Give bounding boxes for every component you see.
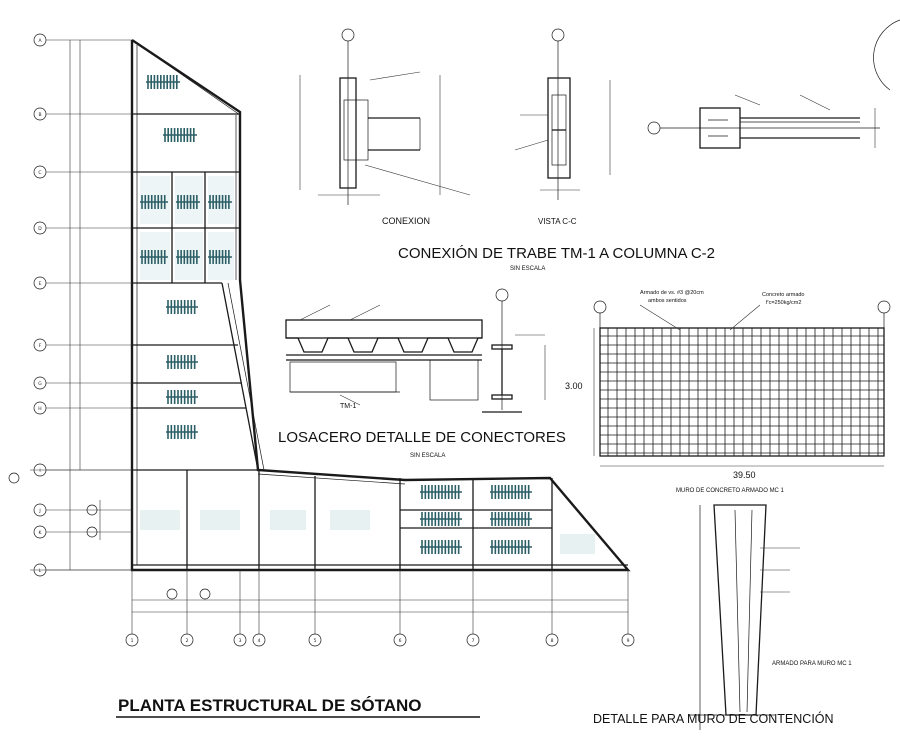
losacero-subtitle: SIN ESCALA: [410, 453, 445, 459]
deck-hatch: [176, 195, 200, 209]
deck-hatch: [166, 390, 198, 404]
reinforcement-mesh: [600, 328, 884, 456]
svg-text:5: 5: [314, 638, 317, 644]
svg-text:E: E: [39, 281, 42, 287]
grid-col-bubble: 6: [393, 570, 407, 647]
grid-col-bubble: 8: [545, 570, 559, 647]
grid-row-bubble: [8, 472, 20, 484]
svg-text:9: 9: [627, 638, 630, 644]
deck-hatch: [208, 250, 232, 264]
svg-text:J: J: [38, 508, 40, 514]
diagonal-edge: [131, 39, 241, 116]
deck-hatch: [490, 540, 532, 554]
plan-outline: [130, 39, 631, 572]
conexion-subtitle: SIN ESCALA: [510, 266, 545, 272]
deck-hatch: [166, 355, 198, 369]
muro-mc1: [593, 300, 891, 467]
mesh-note-2: ambos sentidos: [648, 298, 687, 304]
svg-text:C: C: [38, 170, 41, 176]
mesh-note-1: Armado de vs. #3 @20cm: [640, 290, 704, 296]
grid-col-bubble: 3: [233, 570, 247, 647]
svg-text:8: 8: [551, 638, 554, 644]
grid-row-bubble: C: [33, 165, 132, 179]
grid-row-bubble: J: [33, 503, 132, 517]
grid-col-bubble: [166, 588, 178, 600]
grid-row-bubble: D: [33, 221, 132, 235]
grid-row-bubble: [86, 526, 98, 538]
muro-mc1-label: MURO DE CONCRETO ARMADO MC 1: [676, 488, 785, 494]
conexion-detail: [299, 28, 471, 205]
trabe-detail: [647, 94, 880, 149]
deck-hatch: [490, 485, 532, 499]
grid-row-bubble: B: [33, 107, 132, 121]
concrete-note-2: f'c=250kg/cm2: [766, 300, 801, 306]
deck-hatch: [490, 512, 532, 526]
deck-hatch: [208, 195, 232, 209]
svg-text:K: K: [39, 530, 43, 536]
grid-col-bubble: 9: [621, 570, 635, 647]
losacero-title: LOSACERO DETALLE DE CONECTORES: [278, 429, 566, 446]
concrete-note-1: Concreto armado: [762, 292, 805, 298]
grid-row-bubbles: A B C D E F G H I J K L: [8, 33, 132, 577]
deck-hatch: [420, 512, 462, 526]
grid-row-bubble: [86, 504, 98, 516]
svg-text:G: G: [38, 381, 42, 387]
grid-row-bubble: K: [33, 525, 132, 539]
grid-col-bubble: 2: [180, 570, 194, 647]
deck-hatches: [140, 75, 532, 554]
muro-contencion-title: DETALLE PARA MURO DE CONTENCIÓN: [593, 711, 834, 726]
plan-dimensions: [30, 40, 628, 613]
height-dimension: 3.00: [565, 381, 583, 391]
deck-hatch: [420, 540, 462, 554]
vista-detail: [514, 28, 611, 200]
svg-text:A: A: [38, 38, 42, 44]
conexion-label: CONEXION: [382, 216, 430, 226]
deck-hatch: [166, 300, 198, 314]
armado-muro-label: ARMADO PARA MURO MC 1: [772, 661, 852, 667]
grid-col-bubble: [199, 588, 211, 600]
conexion-title: CONEXIÓN DE TRABE TM-1 A COLUMNA C-2: [398, 245, 715, 262]
svg-text:2: 2: [186, 638, 189, 644]
svg-text:4: 4: [258, 638, 261, 644]
svg-text:F: F: [39, 343, 42, 349]
deck-hatch: [146, 75, 180, 89]
svg-text:6: 6: [399, 638, 402, 644]
retaining-wall-section: [690, 504, 800, 730]
planta-title: PLANTA ESTRUCTURAL DE SÓTANO: [118, 696, 421, 715]
svg-text:B: B: [38, 112, 41, 118]
deck-hatch: [166, 425, 198, 439]
grid-row-bubble: A: [33, 33, 132, 47]
svg-text:L: L: [39, 568, 42, 574]
deck-hatch: [176, 250, 200, 264]
deck-hatch: [140, 195, 168, 209]
grid-row-bubble: F: [33, 338, 132, 352]
svg-text:D: D: [38, 226, 42, 232]
floor-plan: [130, 39, 631, 572]
vista-label: VISTA C-C: [538, 217, 577, 226]
grid-row-bubble: E: [33, 276, 132, 290]
svg-text:I: I: [39, 468, 40, 474]
deck-hatch: [163, 128, 197, 142]
width-dimension: 39.50: [733, 470, 756, 480]
grid-col-bubble: 7: [466, 570, 480, 647]
grid-col-bubbles: 1 2 3 4 5 6 7 8 9: [125, 570, 635, 647]
north-arrow-arc: [873, 19, 900, 91]
svg-text:7: 7: [472, 638, 475, 644]
svg-text:3: 3: [239, 638, 242, 644]
grid-row-bubble: H: [33, 401, 132, 415]
grid-col-bubble: 4: [252, 570, 266, 647]
svg-text:1: 1: [131, 638, 134, 644]
tm1-label: TM-1: [340, 403, 356, 410]
deck-hatch: [420, 485, 462, 499]
svg-text:H: H: [38, 406, 41, 412]
grid-row-bubble: G: [33, 376, 132, 390]
grid-col-bubble: 5: [308, 570, 322, 647]
grid-col-bubble: 1: [125, 570, 139, 647]
losacero-detail: [285, 288, 546, 413]
deck-hatch: [140, 250, 168, 264]
